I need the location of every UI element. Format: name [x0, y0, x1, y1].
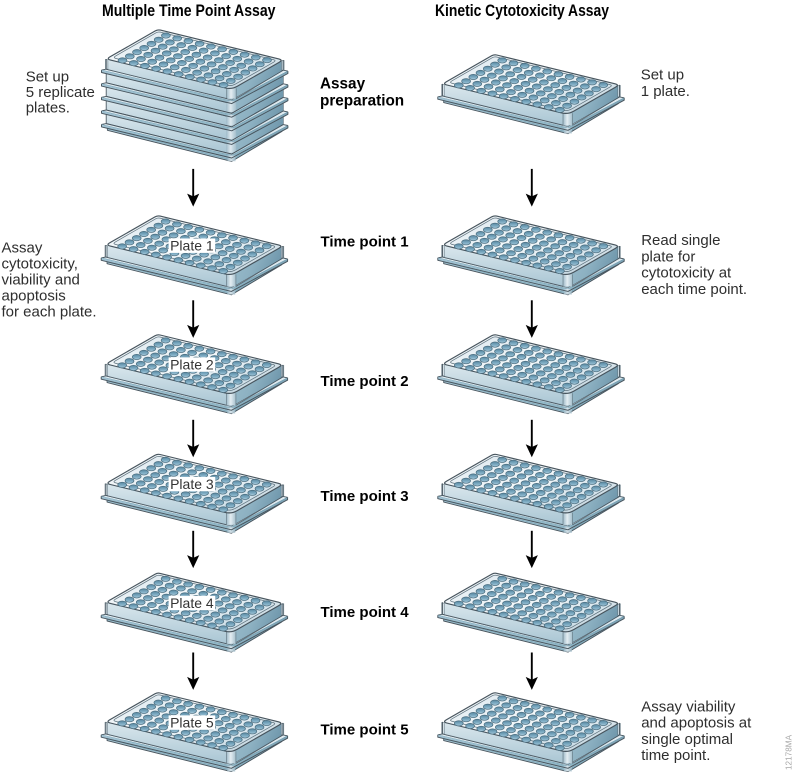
- svg-text:preparation: preparation: [320, 92, 404, 109]
- svg-text:Kinetic Cytotoxicity Assay: Kinetic Cytotoxicity Assay: [435, 1, 609, 20]
- svg-text:1 plate.: 1 plate.: [641, 83, 690, 100]
- svg-text:single optimal: single optimal: [641, 731, 733, 748]
- svg-text:Time point 5: Time point 5: [321, 722, 409, 739]
- svg-text:each time point.: each time point.: [641, 281, 747, 298]
- svg-text:12178MA: 12178MA: [785, 734, 792, 770]
- svg-text:Time point 4: Time point 4: [321, 604, 410, 621]
- svg-text:cytotoxicity,: cytotoxicity,: [2, 255, 78, 272]
- svg-text:5 replicate: 5 replicate: [26, 84, 95, 101]
- svg-text:Plate 4: Plate 4: [170, 595, 214, 611]
- svg-text:time point.: time point.: [641, 747, 710, 764]
- svg-text:Multiple Time Point Assay: Multiple Time Point Assay: [102, 1, 276, 20]
- svg-text:Plate 1: Plate 1: [170, 238, 214, 254]
- svg-text:Time point 2: Time point 2: [321, 373, 409, 390]
- svg-text:Plate 5: Plate 5: [170, 715, 214, 731]
- svg-text:Plate 3: Plate 3: [170, 476, 214, 492]
- svg-text:plates.: plates.: [26, 100, 70, 117]
- svg-text:plate for: plate for: [641, 248, 695, 265]
- svg-text:Read single: Read single: [641, 232, 720, 249]
- svg-text:Time point 3: Time point 3: [321, 488, 409, 505]
- svg-text:for each plate.: for each plate.: [2, 304, 97, 321]
- svg-text:Assay: Assay: [320, 76, 366, 93]
- svg-text:Assay viability: Assay viability: [641, 699, 736, 716]
- svg-text:Set up: Set up: [641, 67, 684, 84]
- svg-text:apoptosis: apoptosis: [2, 288, 66, 305]
- svg-text:Set up: Set up: [26, 68, 69, 85]
- svg-text:Plate 2: Plate 2: [170, 357, 214, 373]
- svg-text:cytotoxicity at: cytotoxicity at: [641, 265, 732, 282]
- svg-text:Assay: Assay: [2, 239, 43, 256]
- svg-text:and apoptosis at: and apoptosis at: [641, 715, 752, 732]
- svg-text:viability and: viability and: [2, 272, 80, 289]
- svg-text:Time point 1: Time point 1: [321, 234, 409, 251]
